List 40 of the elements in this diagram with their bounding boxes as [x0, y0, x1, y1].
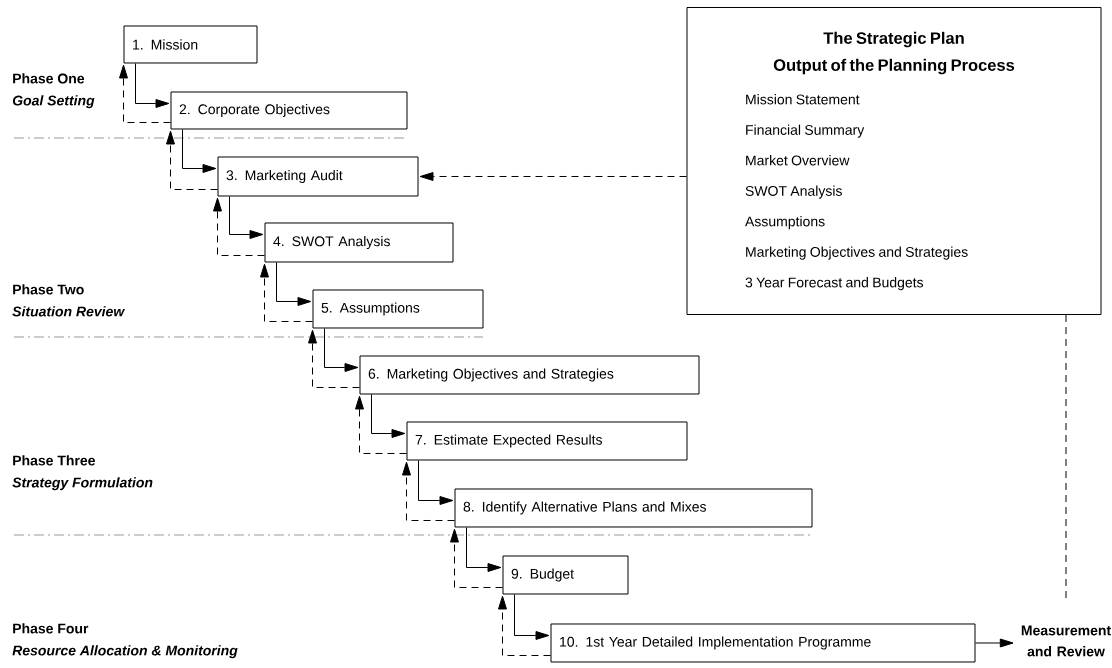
- feedback-arrow: [355, 395, 407, 454]
- process-box: 4. SWOT Analysis: [264, 222, 454, 263]
- arrow: [229, 196, 264, 239]
- phase-label: Phase Four: [13, 623, 89, 634]
- arrow: [182, 129, 217, 173]
- phase-subtitle: Strategy Formulation: [12, 477, 153, 491]
- process-box: 7. Estimate Expected Results: [406, 421, 688, 461]
- arrow: [135, 63, 170, 108]
- arrow: [371, 394, 406, 438]
- arrow: [324, 328, 359, 372]
- process-box: 9. Budget: [502, 555, 629, 595]
- feedback-arrow: [119, 64, 171, 123]
- feedback-arrow: [260, 263, 313, 322]
- process-box: 6. Marketing Objectives and Strategies: [359, 355, 700, 395]
- process-box: 2. Corporate Objectives: [170, 91, 408, 130]
- process-box: 8. Identify Alternative Plans and Mixes: [454, 488, 813, 528]
- result-label: Measurement and Review: [1021, 625, 1111, 657]
- process-box: 5. Assumptions: [312, 289, 484, 329]
- phase-subtitle: Situation Review: [12, 306, 125, 317]
- phase-label: Phase Two: [13, 284, 84, 295]
- process-box: 10. 1st Year Detailed Implementation Programme: [550, 623, 976, 663]
- phase-label: Phase One: [13, 73, 85, 84]
- phase-subtitle: Goal Setting: [12, 95, 95, 109]
- feedback-arrow: [498, 595, 551, 656]
- arrow: [418, 460, 454, 505]
- feedback-arrow: [402, 461, 455, 521]
- phase-subtitle: Resource Allocation & Monitoring: [12, 645, 238, 659]
- process-box: 3. Marketing Audit: [217, 156, 419, 197]
- output-box: The Strategic Plan Output of the Planning Process Mission Statement Financial Summary Market Overview SWOT Analysis Assumptions Marketing Objectives and Strategies 3 Year Forecast and Budgets: [686, 7, 1102, 315]
- phase-label: Phase Three: [13, 455, 95, 466]
- process-box: 1. Mission: [123, 25, 258, 64]
- feedback-arrow: [419, 172, 687, 181]
- arrow: [466, 527, 502, 572]
- arrow: [975, 638, 1014, 648]
- feedback-arrow: [166, 130, 218, 190]
- feedback-arrow: [213, 197, 265, 256]
- arrow: [514, 594, 550, 640]
- feedback-arrow: [450, 528, 503, 588]
- feedback-arrow: [308, 329, 360, 388]
- arrow: [276, 262, 312, 306]
